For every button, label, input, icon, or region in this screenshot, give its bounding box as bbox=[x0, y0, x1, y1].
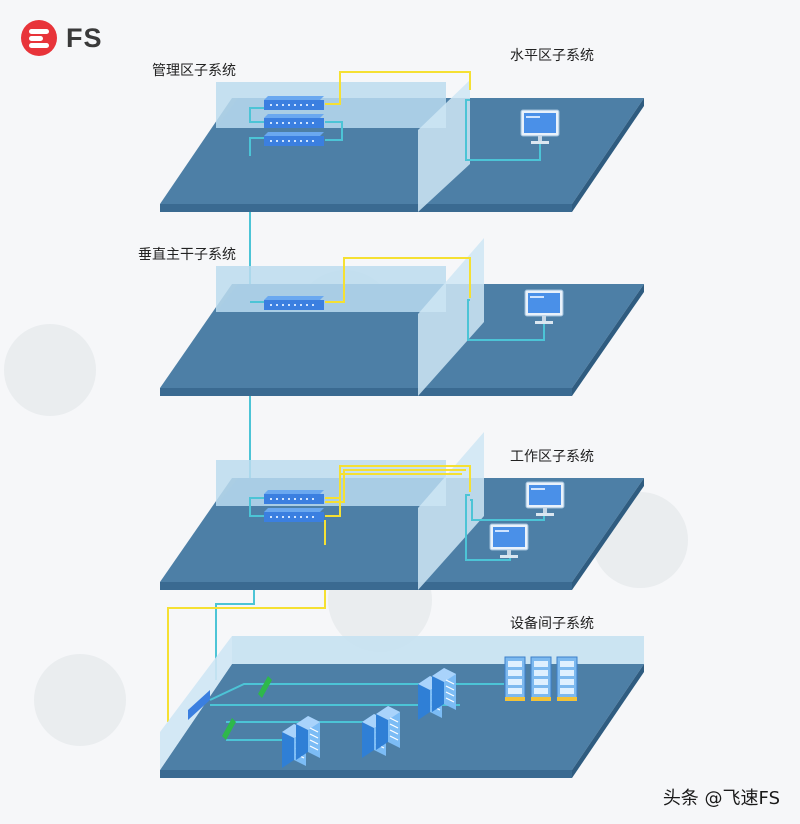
switch-device bbox=[264, 114, 324, 128]
switch-device bbox=[264, 132, 324, 146]
fs-logo-icon bbox=[21, 20, 57, 56]
rack-icon bbox=[556, 656, 578, 702]
source-credit: 头条 @飞速FS bbox=[662, 788, 780, 809]
floor-4 bbox=[160, 636, 644, 778]
label-horizontal: 水平区子系统 bbox=[510, 48, 594, 64]
label-equipment-room: 设备间子系统 bbox=[510, 616, 594, 632]
floor-3 bbox=[160, 432, 644, 590]
green-device bbox=[222, 718, 236, 740]
switch-device bbox=[264, 508, 324, 522]
label-management: 管理区子系统 bbox=[152, 63, 236, 79]
switch-device bbox=[264, 96, 324, 110]
rack-icon bbox=[530, 656, 552, 702]
switch-device bbox=[264, 296, 324, 310]
label-work-area: 工作区子系统 bbox=[510, 449, 594, 465]
switch-device bbox=[264, 490, 324, 504]
brand-name: FS bbox=[66, 22, 103, 53]
green-device bbox=[258, 676, 272, 698]
brand-logo: FS bbox=[20, 18, 103, 58]
rack-icon bbox=[504, 656, 526, 702]
label-vertical-backbone: 垂直主干子系统 bbox=[138, 247, 236, 263]
floor-1 bbox=[160, 71, 644, 212]
floor-2 bbox=[160, 238, 644, 396]
